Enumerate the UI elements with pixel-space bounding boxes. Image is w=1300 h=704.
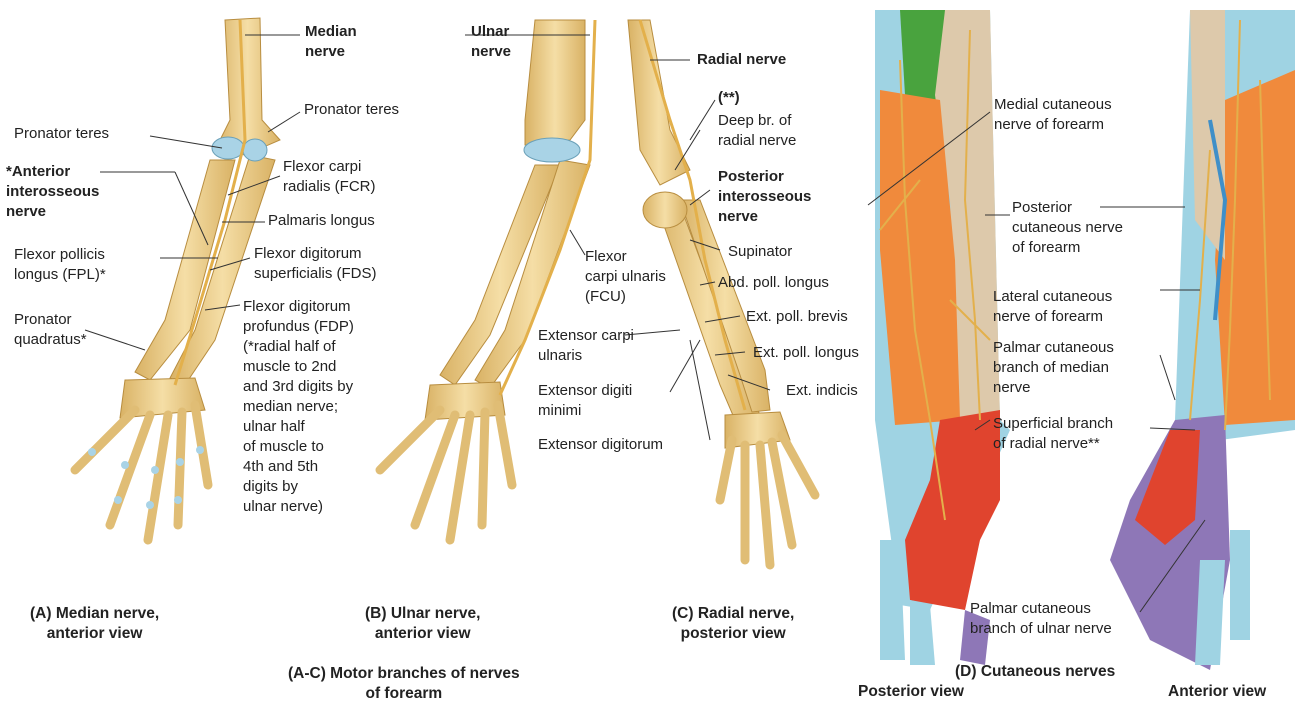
- elbow-cartilage: [524, 138, 580, 162]
- label-pronator-quadratus: Pronator quadratus*: [14, 310, 87, 350]
- caption-posterior-view: Posterior view: [858, 682, 964, 702]
- panel-d-anterior-arm: [1110, 10, 1295, 670]
- label-abd-poll-longus: Abd. poll. longus: [718, 273, 829, 293]
- label-ulnar-nerve: Ulnar nerve: [471, 22, 511, 62]
- label-superficial-branch-radial: Superficial branch of radial nerve**: [993, 414, 1113, 454]
- finger-bones: [380, 405, 512, 540]
- label-extensor-carpi-ulnaris: Extensor carpi ulnaris: [538, 326, 634, 366]
- joint-caps: [88, 446, 204, 509]
- humerus-bone: [525, 20, 585, 145]
- finger-bones: [720, 435, 815, 565]
- label-palmar-cutaneous-median: Palmar cutaneous branch of median nerve: [993, 338, 1114, 398]
- elbow-bone: [643, 192, 687, 228]
- label-ext-poll-brevis: Ext. poll. brevis: [746, 307, 848, 327]
- label-palmaris-longus: Palmaris longus: [268, 211, 375, 231]
- label-ext-indicis: Ext. indicis: [786, 381, 858, 401]
- caption-panel-b: (B) Ulnar nerve, anterior view: [365, 604, 480, 644]
- finger-bones: [75, 405, 208, 540]
- elbow-cartilage: [212, 137, 244, 159]
- label-palmar-cutaneous-ulnar: Palmar cutaneous branch of ulnar nerve: [970, 599, 1112, 639]
- label-extensor-digiti-minimi: Extensor digiti minimi: [538, 381, 632, 421]
- label-pronator-teres-upper: Pronator teres: [304, 100, 399, 120]
- label-posterior-interosseous-nerve: Posterior interosseous nerve: [718, 167, 811, 227]
- caption-panel-c: (C) Radial nerve, posterior view: [672, 604, 794, 644]
- label-flexor-pollicis-longus: Flexor pollicis longus (FPL)*: [14, 245, 106, 285]
- label-radial-nerve: Radial nerve: [697, 50, 786, 70]
- label-double-star: (**): [718, 88, 740, 108]
- label-deep-branch-radial-nerve: Deep br. of radial nerve: [718, 111, 796, 151]
- label-median-nerve: Median nerve: [305, 22, 357, 62]
- label-pronator-teres-left: Pronator teres: [14, 124, 109, 144]
- humerus-bone: [215, 18, 280, 155]
- label-lateral-cutaneous-nerve: Lateral cutaneous nerve of forearm: [993, 287, 1112, 327]
- label-posterior-cutaneous-nerve: Posterior cutaneous nerve of forearm: [1012, 198, 1123, 258]
- caption-anterior-view: Anterior view: [1168, 682, 1266, 702]
- caption-panel-a: (A) Median nerve, anterior view: [30, 604, 159, 644]
- label-flexor-carpi-ulnaris: Flexor carpi ulnaris (FCU): [585, 247, 666, 307]
- label-ext-poll-longus: Ext. poll. longus: [753, 343, 859, 363]
- label-flexor-carpi-radialis: Flexor carpi radialis (FCR): [283, 157, 376, 197]
- label-extensor-digitorum: Extensor digitorum: [538, 435, 663, 455]
- label-anterior-interosseous-nerve: *Anterior interosseous nerve: [6, 162, 99, 222]
- label-supinator: Supinator: [728, 242, 792, 262]
- caption-motor-branches: (A-C) Motor branches of nerves of forear…: [288, 664, 520, 704]
- panel-b-arm: [380, 20, 595, 540]
- panel-d-posterior-arm: [875, 10, 1010, 665]
- caption-panel-d: (D) Cutaneous nerves: [955, 662, 1115, 682]
- elbow-cartilage: [243, 139, 267, 161]
- label-flexor-digitorum-superficialis: Flexor digitorum superficialis (FDS): [254, 244, 377, 284]
- label-flexor-digitorum-profundus: Flexor digitorum profundus (FDP) (*radia…: [243, 297, 354, 517]
- label-medial-cutaneous-nerve: Medial cutaneous nerve of forearm: [994, 95, 1112, 135]
